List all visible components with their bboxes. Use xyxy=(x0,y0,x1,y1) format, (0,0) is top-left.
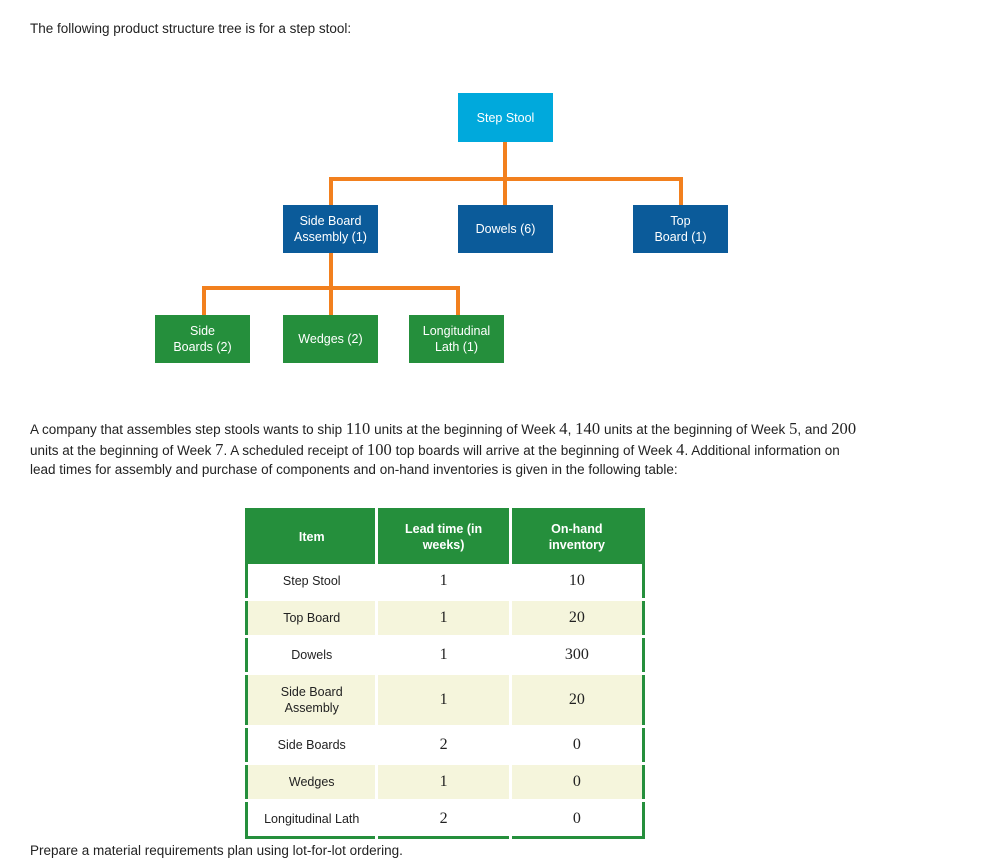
cell-lead-time: 1 xyxy=(376,763,512,802)
text-segment: units at the beginning of Week xyxy=(30,442,216,458)
connector-drop-side-boards xyxy=(202,286,206,315)
cell-item: Side Board Assembly xyxy=(246,673,379,728)
ship-qty-week4: 110 xyxy=(345,419,371,438)
tree-node-side-boards: Side Boards (2) xyxy=(155,315,250,363)
column-header-line1: On-hand xyxy=(551,522,603,537)
cell-on-hand: 0 xyxy=(510,726,644,765)
table-row: Side Boards 2 0 xyxy=(246,726,644,765)
tree-node-side-board-assembly: Side Board Assembly (1) xyxy=(283,205,378,253)
tree-node-label-line1: Longitudinal xyxy=(422,324,491,338)
cell-lead-time: 2 xyxy=(376,800,512,837)
tree-node-label-line2: Lath (1) xyxy=(434,340,479,354)
ship-qty-week7: 200 xyxy=(831,419,857,438)
table-row: Top Board 1 20 xyxy=(246,599,644,638)
cell-item-line1: Side Boards xyxy=(277,737,346,752)
table-body: Step Stool 1 10 Top Board 1 20 Dowels 1 … xyxy=(246,563,644,837)
column-header-on-hand-inventory: On-hand inventory xyxy=(510,509,644,564)
text-segment: . Additional information on lead times f… xyxy=(30,442,840,478)
cell-on-hand: 20 xyxy=(510,673,644,728)
table-row: Dowels 1 300 xyxy=(246,636,644,675)
connector-drop-dowels xyxy=(503,177,507,205)
tree-node-label-line2: Board (1) xyxy=(654,230,707,244)
table-header-row: Item Lead time (in weeks) On-hand invent… xyxy=(246,509,644,564)
lead-time-inventory-table: Item Lead time (in weeks) On-hand invent… xyxy=(245,508,645,839)
text-segment: units at the beginning of Week xyxy=(600,422,790,437)
table-row: Longitudinal Lath 2 0 xyxy=(246,800,644,837)
scheduled-receipt-qty: 100 xyxy=(366,439,392,459)
connector-root-stem xyxy=(503,141,507,179)
cell-on-hand: 0 xyxy=(510,763,644,802)
connector-drop-wedges xyxy=(329,286,333,315)
cell-item-line1: Top Board xyxy=(283,610,341,625)
column-header-lead-time: Lead time (in weeks) xyxy=(376,509,512,564)
text-segment: , xyxy=(567,422,576,437)
cell-lead-time: 1 xyxy=(376,599,512,638)
ship-qty-week5: 140 xyxy=(575,419,601,438)
cell-on-hand: 0 xyxy=(510,800,644,837)
tree-node-dowels: Dowels (6) xyxy=(458,205,553,253)
intro-text: The following product structure tree is … xyxy=(30,21,352,36)
cell-lead-time: 1 xyxy=(376,636,512,675)
connector-assembly-stem xyxy=(329,252,333,290)
week-number-7: 7 xyxy=(215,439,224,459)
column-header-line1: Lead time (in xyxy=(405,522,483,537)
text-segment: . A scheduled receipt of xyxy=(223,442,367,458)
tree-node-top-board: Top Board (1) xyxy=(633,205,728,253)
week-number-5: 5 xyxy=(789,419,798,438)
table-row: Wedges 1 0 xyxy=(246,763,644,802)
text-segment: A company that assembles step stools wan… xyxy=(30,422,346,437)
tree-node-label-line1: Side xyxy=(189,324,216,338)
table-row: Side Board Assembly 1 20 xyxy=(246,673,644,728)
text-segment: , and xyxy=(797,422,832,437)
tree-node-label-line2: Boards (2) xyxy=(173,340,232,354)
connector-drop-top-board xyxy=(679,177,683,205)
tree-node-label-line1: Top xyxy=(670,214,691,228)
closing-instruction: Prepare a material requirements plan usi… xyxy=(30,843,403,858)
cell-lead-time: 1 xyxy=(376,673,512,728)
tree-node-label-line2: Assembly (1) xyxy=(294,230,367,244)
cell-item: Step Stool xyxy=(246,563,379,601)
column-header-line2: weeks) xyxy=(422,538,465,553)
text-segment: top boards will arrive at the beginning … xyxy=(391,442,677,458)
tree-node-longitudinal-lath: Longitudinal Lath (1) xyxy=(409,315,504,363)
cell-item-line1: Wedges xyxy=(288,774,335,789)
cell-on-hand: 300 xyxy=(510,636,644,675)
tree-node-label: Wedges (2) xyxy=(298,332,363,346)
cell-lead-time: 1 xyxy=(376,563,512,601)
cell-item: Wedges xyxy=(246,763,379,802)
cell-item-line2: Assembly xyxy=(284,700,339,715)
product-structure-tree: Step Stool Side Board Assembly (1) Dowel… xyxy=(0,0,994,400)
cell-item-line1: Side Board xyxy=(280,684,343,699)
cell-item-line1: Longitudinal Lath xyxy=(264,811,360,826)
connector-drop-side-board-assembly xyxy=(329,177,333,205)
cell-item-line1: Step Stool xyxy=(282,573,341,588)
tree-node-label: Step Stool xyxy=(476,110,535,125)
connector-drop-longitudinal-lath xyxy=(456,286,460,315)
column-header-item: Item xyxy=(246,509,379,564)
tree-node-wedges: Wedges (2) xyxy=(283,315,378,363)
tree-node-label-line1: Side Board xyxy=(299,214,362,228)
cell-on-hand: 20 xyxy=(510,599,644,638)
cell-item: Side Boards xyxy=(246,726,379,765)
text-segment: units at the beginning of Week xyxy=(370,422,560,437)
cell-lead-time: 2 xyxy=(376,726,512,765)
table-row: Step Stool 1 10 xyxy=(246,563,644,601)
tree-node-step-stool: Step Stool xyxy=(458,93,553,142)
week-number-4a: 4 xyxy=(559,419,568,438)
cell-item: Dowels xyxy=(246,636,379,675)
cell-item: Top Board xyxy=(246,599,379,638)
cell-item-line1: Dowels xyxy=(291,647,333,662)
column-header-line1: Item xyxy=(298,530,325,545)
tree-node-label: Dowels (6) xyxy=(475,222,536,236)
week-number-4b: 4 xyxy=(676,439,685,459)
cell-item: Longitudinal Lath xyxy=(246,800,379,837)
cell-on-hand: 10 xyxy=(510,563,644,601)
problem-statement: A company that assembles step stools wan… xyxy=(30,419,860,480)
table-header: Item Lead time (in weeks) On-hand invent… xyxy=(246,509,644,564)
column-header-line2: inventory xyxy=(548,538,605,553)
